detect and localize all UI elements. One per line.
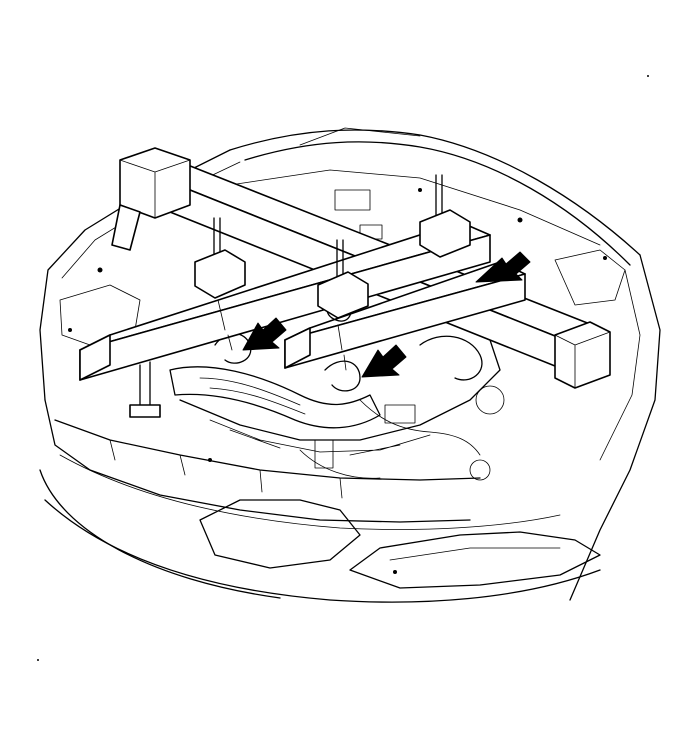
engine-cover-lines — [209, 419, 431, 456]
right-front-block — [554, 321, 611, 389]
left-rear-block-edges — [119, 159, 191, 219]
radiator-support — [54, 419, 481, 481]
intake-duct-rib — [199, 377, 306, 415]
engine-compartment — [59, 169, 626, 574]
bolt-1 — [97, 267, 103, 273]
hose-center — [324, 360, 361, 392]
engine-block — [179, 324, 501, 441]
relay-box — [384, 404, 416, 424]
arrow-right-support — [475, 251, 531, 283]
air-intake-duct — [169, 366, 381, 429]
hook-chain-center — [337, 324, 347, 371]
sensor-bracket — [314, 439, 334, 469]
scan-mark-2 — [37, 659, 39, 661]
right-fender-inner — [599, 269, 641, 461]
bumper-edge — [39, 469, 281, 599]
brake-booster — [334, 189, 371, 211]
hook-chain-left — [217, 299, 233, 351]
hose-right — [419, 335, 483, 381]
clamp-collar-3 — [419, 209, 471, 258]
left-rear-foot — [111, 204, 141, 251]
arrow-center-left — [242, 317, 287, 351]
bolt-6 — [208, 458, 212, 462]
bolt-3 — [517, 217, 523, 223]
firewall — [229, 169, 601, 246]
cross-beam-end — [79, 334, 111, 381]
hood-outline — [229, 129, 641, 256]
left-headlamp — [199, 499, 361, 569]
cowl-line — [299, 127, 421, 146]
right-front-block-edges — [554, 331, 611, 389]
center-beam-end — [284, 327, 311, 369]
pulley — [469, 459, 491, 481]
left-front-pad — [129, 404, 161, 418]
right-strut-tower — [554, 249, 626, 306]
engine-support-fixture — [79, 147, 611, 418]
arrow-center-right — [361, 344, 407, 378]
right-headlamp — [349, 531, 601, 589]
clamp-collar-1 — [194, 249, 246, 299]
left-front-leg — [139, 361, 151, 411]
reservoir-cap — [475, 385, 505, 415]
right-fender — [569, 254, 661, 601]
front-fascia — [44, 399, 471, 523]
support-bracket — [109, 439, 343, 499]
bolt-4 — [603, 256, 607, 260]
bolt-5 — [393, 570, 397, 574]
callout-arrows — [242, 251, 531, 378]
bumper-crease — [59, 454, 561, 530]
wiring-harness — [299, 399, 481, 479]
bumper-lower — [44, 499, 601, 603]
headlamp-lens-line — [389, 547, 561, 561]
clamp-collar-2 — [317, 271, 369, 319]
bolt-2 — [68, 328, 72, 332]
hood-inner-edge — [244, 141, 631, 266]
bolt-7 — [418, 188, 422, 192]
scan-mark-1 — [647, 75, 649, 77]
